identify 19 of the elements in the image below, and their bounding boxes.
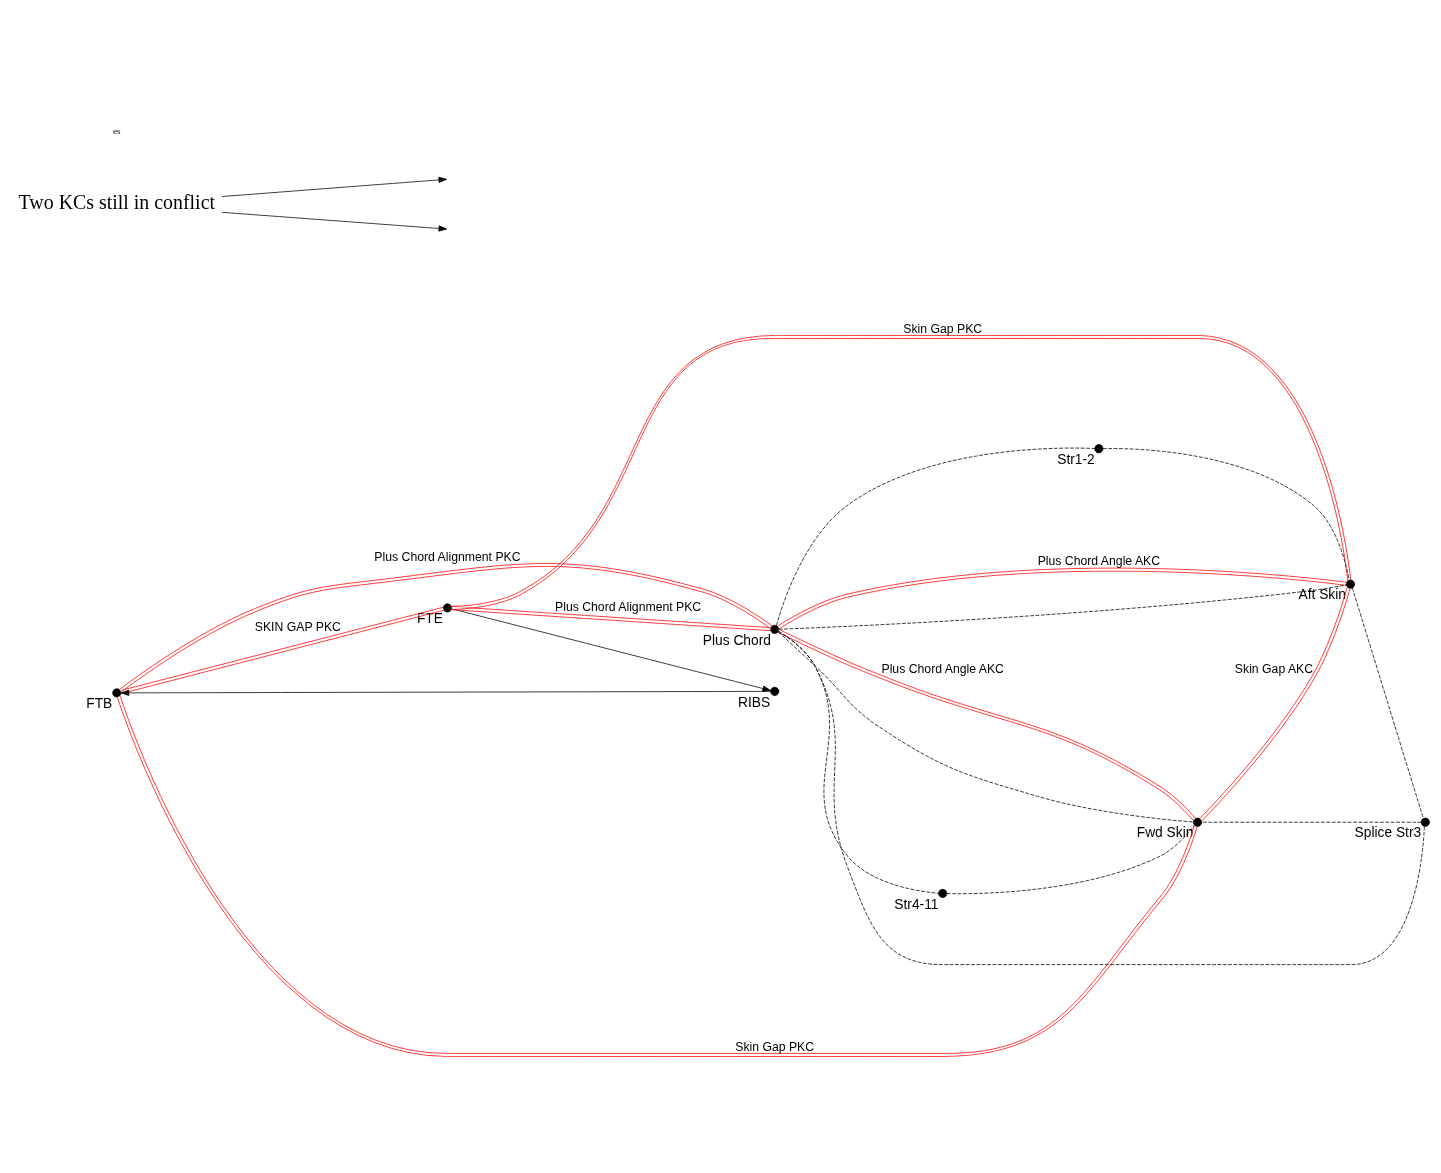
edge-label: Skin Gap AKC xyxy=(1234,661,1314,676)
edge-label: SKIN GAP PKC xyxy=(254,619,341,634)
label: es xyxy=(112,126,121,137)
node-label: FTE xyxy=(416,611,443,627)
node-label: FTB xyxy=(86,696,113,712)
edge-label: Skin Gap PKC xyxy=(903,321,983,336)
node-label: Splice Str3 xyxy=(1354,825,1422,841)
node-label: Str1-2 xyxy=(1057,451,1095,467)
edge-label: Plus Chord Alignment PKC xyxy=(555,599,702,614)
edge-label: Skin Gap PKC xyxy=(735,1039,815,1054)
edge-label: Plus Chord Alignment PKC xyxy=(374,550,521,565)
node-label: Fwd Skin xyxy=(1136,825,1194,841)
node-label: Str4-11 xyxy=(894,896,939,912)
node-label: RIBS xyxy=(738,694,771,710)
edge-label: Plus Chord Angle AKC xyxy=(1037,553,1161,568)
node-label: Aft Skin xyxy=(1298,587,1346,603)
node-text: Two KCs still in conflict xyxy=(18,191,216,214)
node-label: Plus Chord xyxy=(702,632,771,648)
edge-label: Plus Chord Angle AKC xyxy=(881,661,1004,676)
